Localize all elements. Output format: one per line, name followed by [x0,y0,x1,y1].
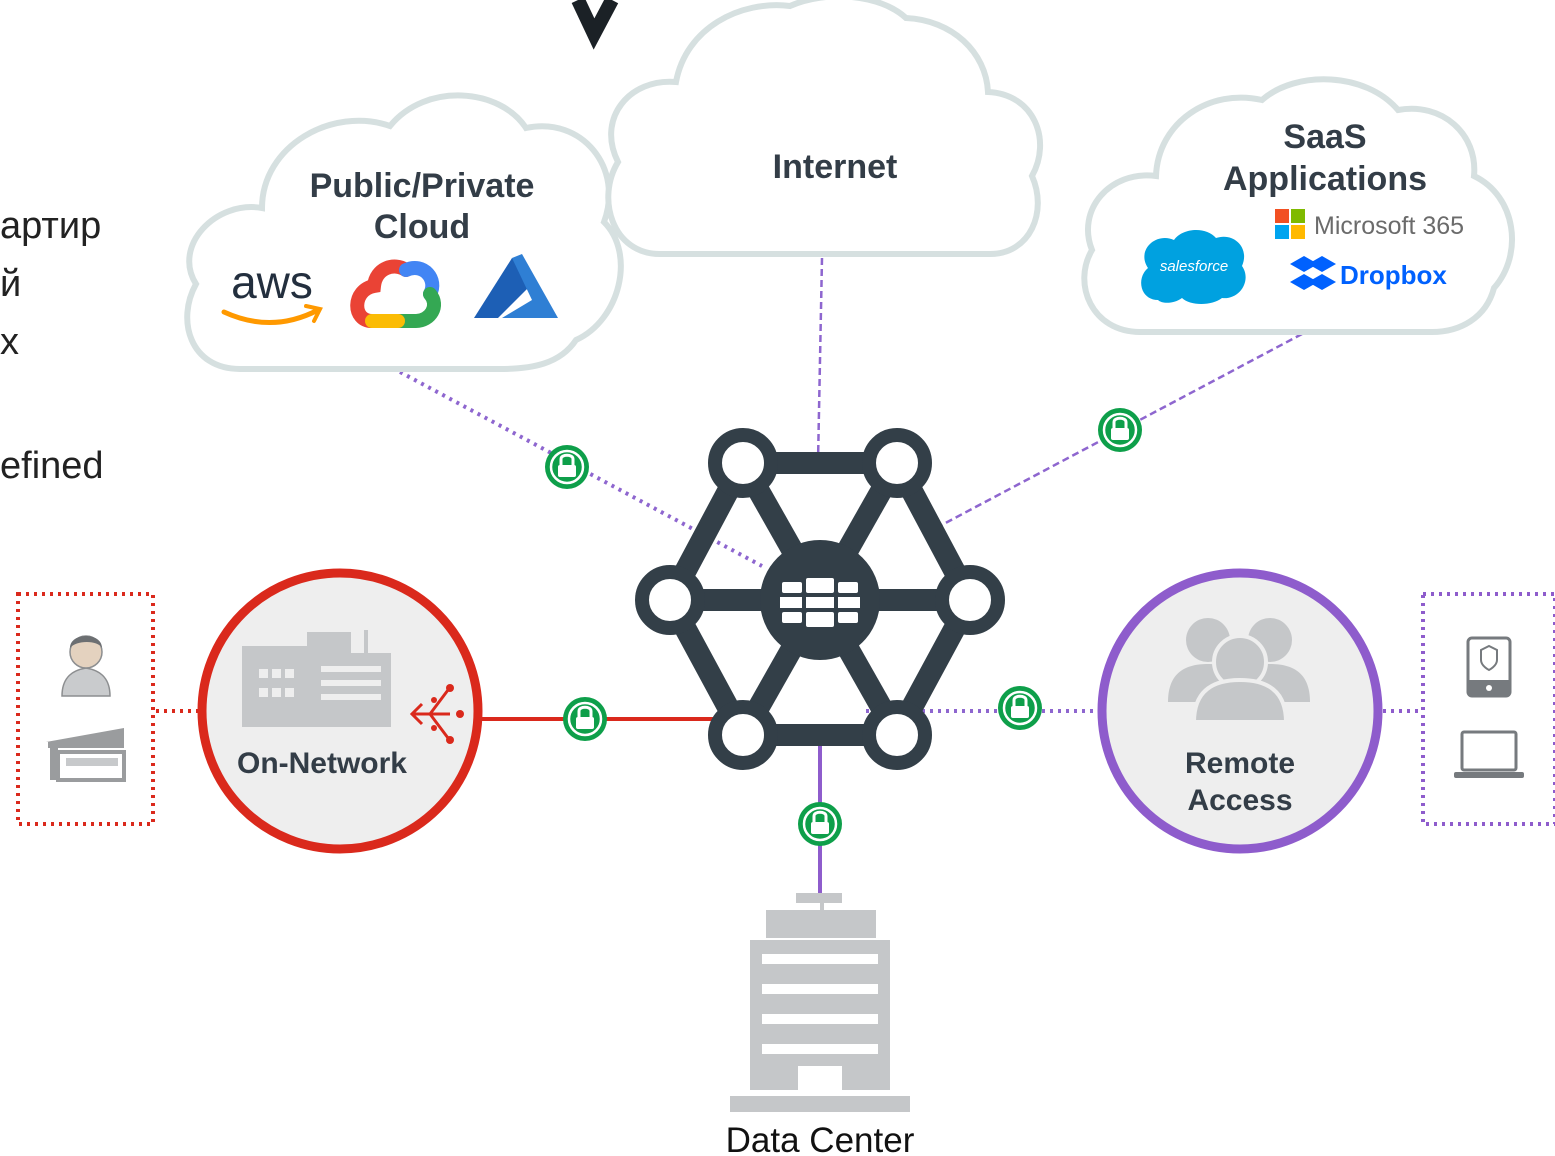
hub-nodes [635,428,1005,770]
public-private-cloud: Public/Private Cloud aws [184,92,624,372]
lock-icon [545,445,589,489]
user-icon [61,635,111,697]
cloud-title-line-1: Public/Private [310,167,535,205]
dropbox-logo-text: Dropbox [1340,260,1447,290]
title-fragment [571,0,619,50]
left-text-line-4: efined [0,445,104,487]
saas-cloud: SaaS Applications Microsoft 365 salesfor… [1081,76,1515,335]
lock-icon [798,802,842,846]
remote-endpoints-box [1421,592,1555,826]
lock-icon [563,697,607,741]
on-network-node: On-Network [197,568,483,854]
data-center-icon [730,893,910,1112]
salesforce-logo: salesforce [1141,229,1246,304]
node-label: On-Network [237,747,407,780]
microsoft-logo: Microsoft 365 [1275,209,1464,240]
connector-saas [935,332,1303,530]
azure-logo [474,254,558,318]
aws-logo-text: aws [231,256,313,308]
microsoft-logo-text: Microsoft 365 [1314,212,1464,240]
fortinet-logo [780,578,860,627]
node-label-line-2: Access [1187,784,1292,817]
node-label-line-1: Remote [1185,747,1295,780]
remote-access-node: Remote Access [1097,568,1383,854]
tablet-icon [1466,636,1512,698]
left-text-block: артир й х efined [0,205,104,487]
users-icon [1168,618,1310,724]
laptop-icon [1454,730,1524,778]
dropbox-logo: Dropbox [1290,256,1447,290]
lock-icon [998,686,1042,730]
connector-internet [816,257,824,463]
node-label: Data Center [726,1121,915,1156]
salesforce-logo-text: salesforce [1160,258,1228,275]
office-building-icon [242,630,391,727]
cloud-title-line-2: Applications [1223,160,1427,198]
store-icon [46,728,126,782]
internet-cloud: Internet [605,0,1044,257]
left-text-line-2: й [0,263,21,305]
cloud-shape [605,0,1044,257]
lock-icon [1098,408,1142,452]
left-text-line-3: х [0,321,19,363]
cloud-title-line-2: Cloud [374,208,470,246]
left-text-line-1: артир [0,205,101,247]
aws-logo: aws [221,256,323,325]
cloud-title-line-1: SaaS [1283,118,1366,156]
cloud-title: Internet [773,148,898,186]
on-network-endpoints-box [16,592,155,826]
data-center-node: Data Center [726,893,915,1156]
google-cloud-logo [350,259,441,328]
routing-icon [409,684,464,744]
security-fabric-hub [635,428,1005,770]
lock-badges [545,408,1142,846]
